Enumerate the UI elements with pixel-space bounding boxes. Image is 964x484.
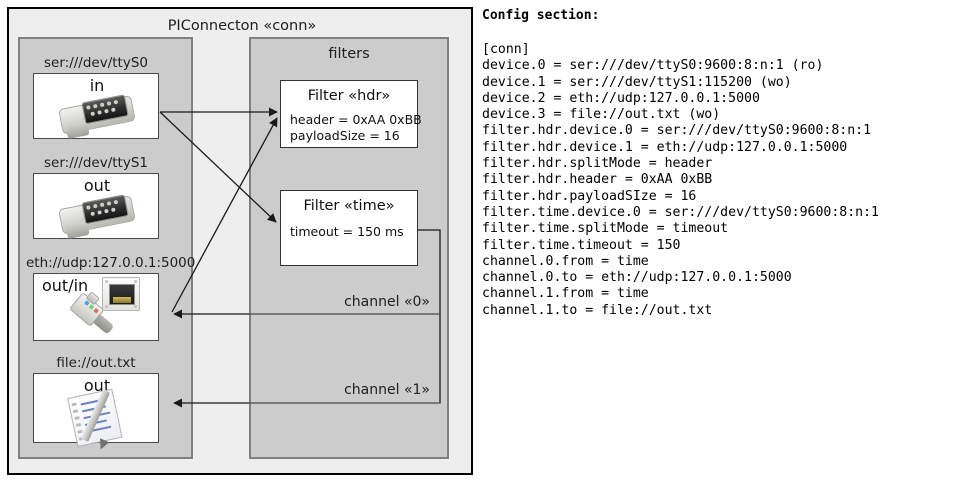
device-direction: out/in [42, 276, 89, 295]
config-line: device.1 = ser:///dev/ttyS1:115200 (wo) [482, 74, 792, 90]
filter-hdr-box[interactable]: Filter «hdr» header = 0xAA 0xBB payloadS… [280, 80, 422, 148]
config-text-block: [conn]device.0 = ser:///dev/ttyS0:9600:8… [482, 42, 879, 319]
config-heading: Config section: [482, 8, 600, 23]
config-line: channel.0.to = eth://udp:127.0.0.1:5000 [482, 270, 792, 286]
config-line: [conn] [482, 42, 530, 57]
serial-dsub-icon [57, 91, 136, 139]
config-line: channel.1.from = time [482, 286, 649, 302]
filter-attribute: timeout = 150 ms [290, 224, 404, 239]
config-line: channel.0.from = time [482, 253, 649, 269]
device-label: eth://udp:127.0.0.1:5000 [26, 255, 196, 271]
filter-attribute: header = 0xAA 0xBB [290, 112, 422, 127]
filter-attribute: payloadSize = 16 [290, 128, 400, 143]
config-line: filter.time.device.0 = ser:///dev/ttyS0:… [482, 204, 879, 220]
config-line: device.2 = eth://udp:127.0.0.1:5000 [482, 90, 760, 106]
device-box[interactable]: in [33, 73, 159, 139]
filter-time-box[interactable]: Filter «time» timeout = 150 ms [280, 190, 418, 266]
device-direction: out [83, 176, 111, 195]
config-line: filter.hdr.payloadSIze = 16 [482, 188, 697, 204]
config-line: filter.hdr.header = 0xAA 0xBB [482, 172, 713, 188]
channel-0-label: channel «0» [344, 294, 430, 310]
filters-panel-title: filters [328, 46, 370, 62]
filter-title: Filter «time» [303, 198, 395, 214]
config-line: filter.time.splitMode = timeout [482, 221, 729, 237]
device-label: ser:///dev/ttyS1 [44, 155, 148, 171]
serial-dsub-icon [57, 191, 136, 239]
device-direction: in [89, 76, 105, 95]
channel-1-label: channel «1» [344, 382, 430, 398]
device-label: file://out.txt [56, 355, 136, 371]
device-label: ser:///dev/ttyS0 [44, 55, 148, 71]
config-line: channel.1.to = file://out.txt [482, 302, 713, 318]
notepad-pen-icon [67, 387, 131, 452]
config-line: filter.hdr.device.1 = eth://udp:127.0.0.… [482, 139, 848, 155]
config-line: device.0 = ser:///dev/ttyS0:9600:8:n:1 (… [482, 58, 824, 74]
device-box[interactable]: out/in [33, 273, 159, 341]
config-line: device.3 = file://out.txt (wo) [482, 107, 721, 123]
device-box[interactable]: out [33, 173, 159, 239]
config-line: filter.hdr.splitMode = header [482, 156, 713, 172]
device-box[interactable]: out [33, 373, 159, 452]
config-line: filter.time.timeout = 150 [482, 237, 681, 253]
page-title: PIConnecton «conn» [167, 18, 317, 34]
filter-title: Filter «hdr» [307, 88, 391, 104]
config-line: filter.hdr.device.0 = ser:///dev/ttyS0:9… [482, 123, 872, 139]
